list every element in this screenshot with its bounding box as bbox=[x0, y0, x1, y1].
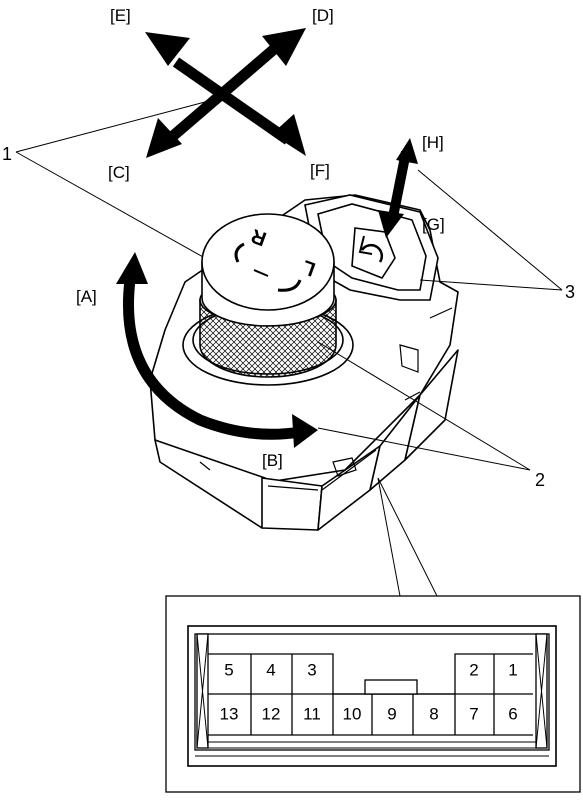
housing-details bbox=[199, 307, 453, 491]
label-g: [G] bbox=[422, 215, 445, 234]
label-e: [E] bbox=[110, 6, 131, 25]
pin-1: 1 bbox=[508, 661, 517, 680]
pin-10: 10 bbox=[343, 705, 362, 724]
callout-2: 2 bbox=[535, 470, 545, 490]
pin-8: 8 bbox=[429, 705, 438, 724]
pin-7: 7 bbox=[469, 705, 478, 724]
connector-shell bbox=[187, 625, 557, 767]
callout-3-leaders bbox=[417, 169, 563, 291]
pin-5: 5 bbox=[224, 661, 233, 680]
selector-symbol-icon bbox=[358, 235, 384, 263]
pin-3: 3 bbox=[307, 661, 316, 680]
callout-1: 1 bbox=[2, 144, 12, 164]
label-a: [A] bbox=[76, 287, 97, 306]
callout-2-leaders bbox=[317, 341, 531, 471]
label-f: [F] bbox=[310, 161, 330, 180]
callout-1-leaders bbox=[15, 101, 213, 263]
label-h: [H] bbox=[422, 133, 444, 152]
diagonal-direction-arrows bbox=[145, 28, 306, 158]
connector-bottom-row: 13 12 11 10 9 8 7 6 bbox=[220, 705, 518, 724]
mirror-adjust-knob[interactable] bbox=[182, 213, 354, 386]
callout-3: 3 bbox=[565, 282, 575, 302]
pin-11: 11 bbox=[303, 705, 321, 724]
connector-top-row: 5 4 3 2 1 bbox=[224, 661, 517, 680]
pin-6: 6 bbox=[508, 705, 517, 724]
pin-9: 9 bbox=[387, 705, 396, 724]
pin-4: 4 bbox=[266, 661, 275, 680]
pin-12: 12 bbox=[262, 705, 281, 724]
connector-pointer-lines bbox=[377, 477, 438, 597]
label-b: [B] bbox=[262, 451, 283, 470]
push-direction-arrow bbox=[378, 138, 418, 238]
pin-13: 13 bbox=[220, 705, 239, 724]
label-d: [D] bbox=[312, 6, 334, 25]
pin-2: 2 bbox=[469, 661, 478, 680]
rotate-direction-arrow bbox=[116, 252, 318, 448]
label-c: [C] bbox=[108, 163, 130, 182]
